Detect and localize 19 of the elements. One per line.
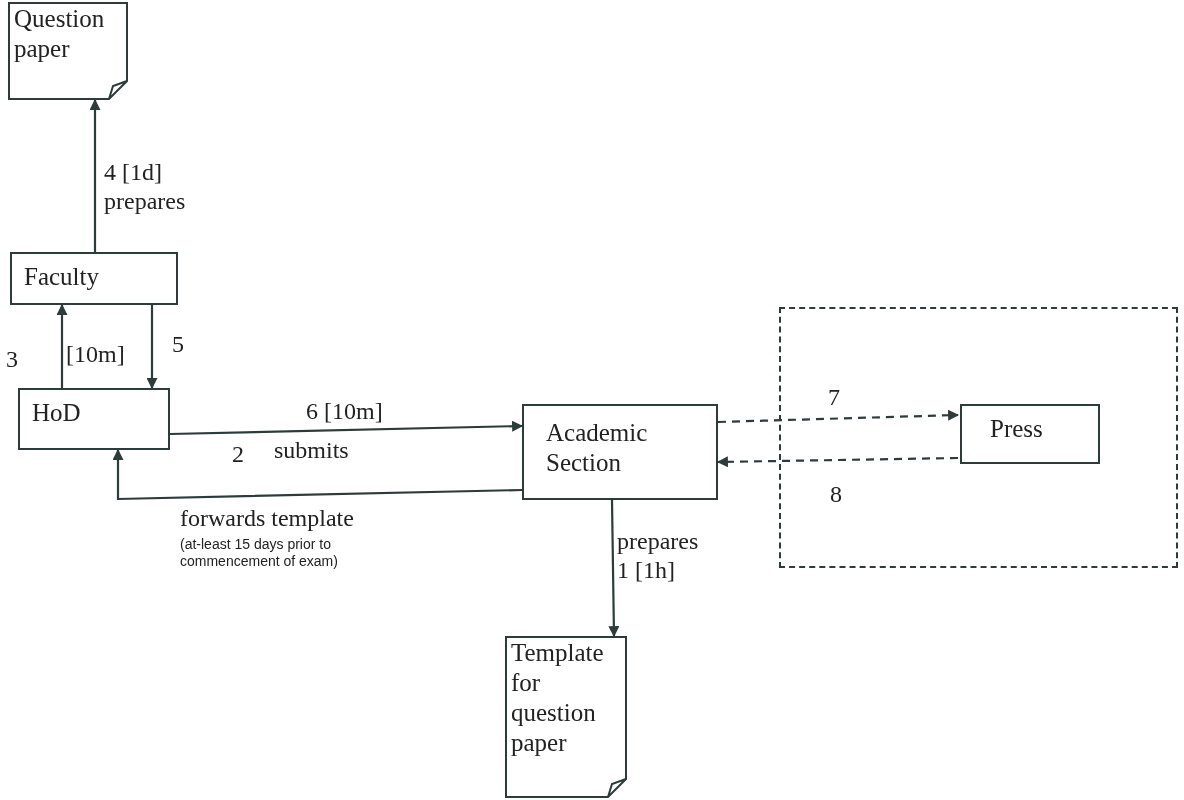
node-label: Academic Section — [546, 418, 649, 478]
arrow — [169, 420, 524, 436]
node-label: Template for question paper — [511, 638, 605, 758]
process-box — [522, 404, 718, 500]
process-box — [960, 404, 1100, 464]
document-shape — [8, 2, 128, 100]
arrow — [56, 303, 68, 388]
process-box — [18, 388, 170, 450]
dashed-arrow — [717, 409, 960, 424]
node-label: HoD — [32, 398, 82, 428]
arrow — [112, 448, 523, 501]
node-label: Question paper — [14, 4, 106, 64]
arrow — [89, 98, 101, 252]
node-label: Press — [990, 414, 1044, 444]
document-shape — [505, 636, 627, 798]
node-label: Faculty — [24, 262, 100, 292]
arrow — [608, 500, 620, 638]
process-box — [10, 252, 178, 305]
arrow — [146, 305, 158, 390]
